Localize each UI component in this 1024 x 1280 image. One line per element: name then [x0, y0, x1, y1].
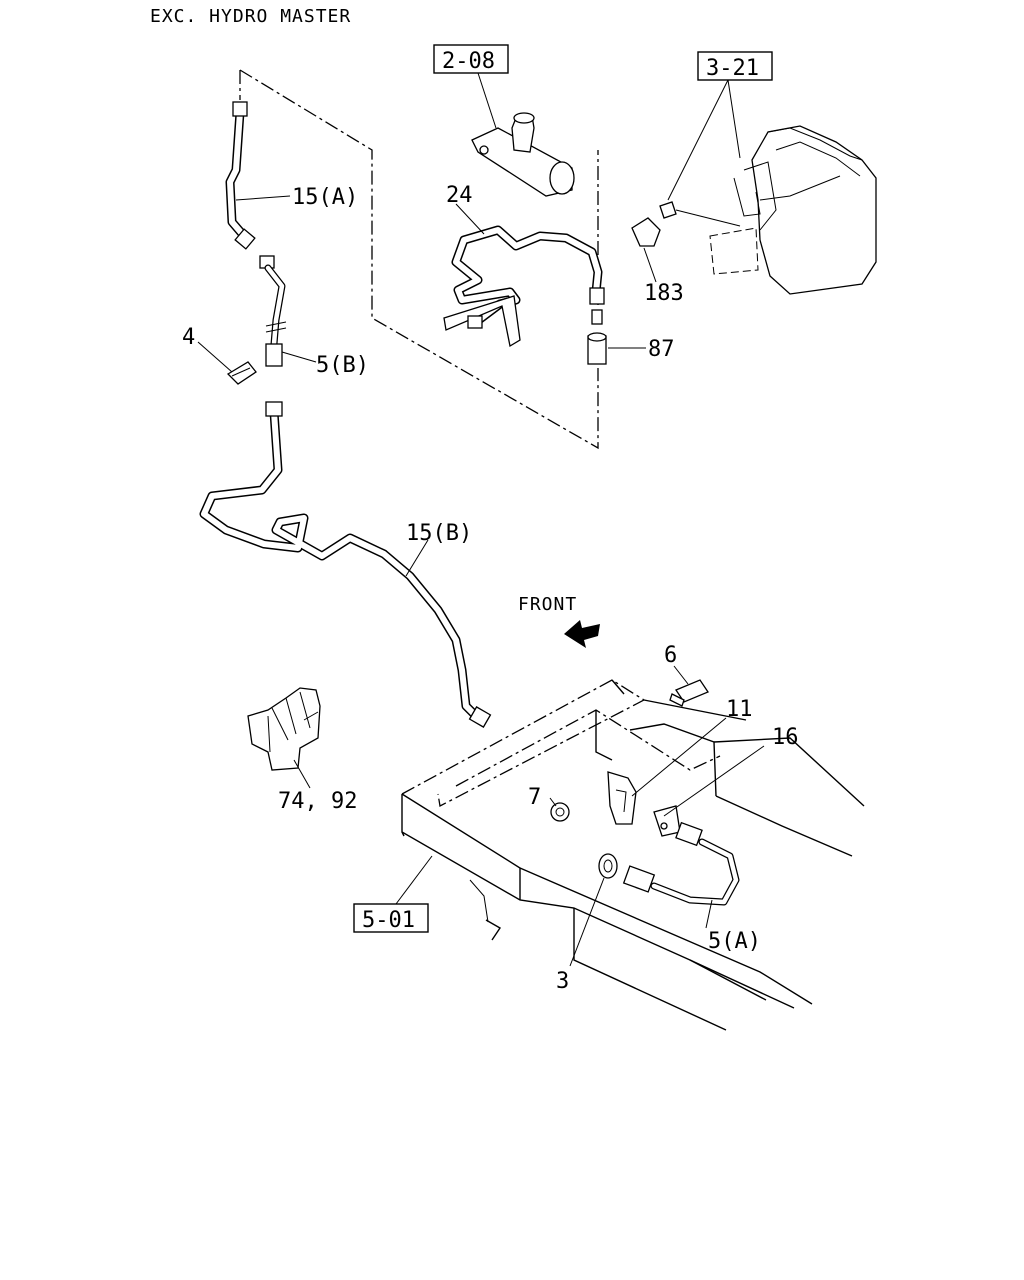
ref-box-2-08[interactable]: 2-08 [433, 44, 509, 74]
nut-7-icon [550, 802, 570, 822]
brake-pipe-15a [225, 101, 256, 250]
callout-3: 3 [556, 969, 569, 994]
chassis-frame [401, 679, 865, 1031]
callout-6: 6 [664, 643, 677, 668]
clip-plate-16-icon [653, 805, 681, 837]
assembly-outline [239, 69, 599, 450]
reservoir-tank-icon [709, 125, 877, 295]
svg-text:2-08: 2-08 [442, 49, 495, 74]
callout-5b: 5(B) [316, 353, 369, 378]
diagram-title: EXC. HYDRO MASTER [150, 6, 351, 27]
callout-183: 183 [644, 281, 684, 306]
fitting-87-icon [587, 332, 607, 365]
brake-pipe-15b [199, 401, 492, 728]
ref-box-5-01[interactable]: 5-01 [353, 903, 429, 933]
callout-74-92: 74, 92 [278, 789, 357, 814]
bolt-6-icon [669, 679, 709, 707]
callout-11: 11 [726, 697, 753, 722]
hose-clip-183-icon [631, 201, 741, 247]
callout-15a: 15(A) [292, 185, 358, 210]
svg-text:3-21: 3-21 [706, 56, 759, 81]
front-direction-indicator: FRONT [518, 594, 600, 648]
pipe-clamp-74-92-icon [247, 687, 321, 771]
front-label: FRONT [518, 594, 577, 615]
bracket-11-icon [607, 771, 637, 825]
callout-5a: 5(A) [708, 929, 761, 954]
front-arrow-icon [564, 620, 600, 648]
svg-text:5-01: 5-01 [362, 908, 415, 933]
brake-hose-5a [622, 821, 740, 906]
master-cylinder-icon [471, 112, 575, 197]
callout-4: 4 [182, 325, 195, 350]
callout-labels: 15(A) 24 183 87 4 5(B) 15(B) 6 11 16 7 7… [182, 183, 799, 994]
callout-7: 7 [528, 785, 541, 810]
brake-pipe-24 [443, 225, 605, 348]
callout-16: 16 [772, 725, 799, 750]
callout-15b: 15(B) [406, 521, 472, 546]
ref-box-3-21[interactable]: 3-21 [697, 51, 773, 81]
brake-hose-5b [259, 255, 287, 367]
leader-lines [197, 195, 765, 967]
washer-3-icon [598, 853, 618, 879]
retaining-clip-4-icon [226, 361, 257, 385]
callout-87: 87 [648, 337, 675, 362]
callout-24: 24 [446, 183, 473, 208]
